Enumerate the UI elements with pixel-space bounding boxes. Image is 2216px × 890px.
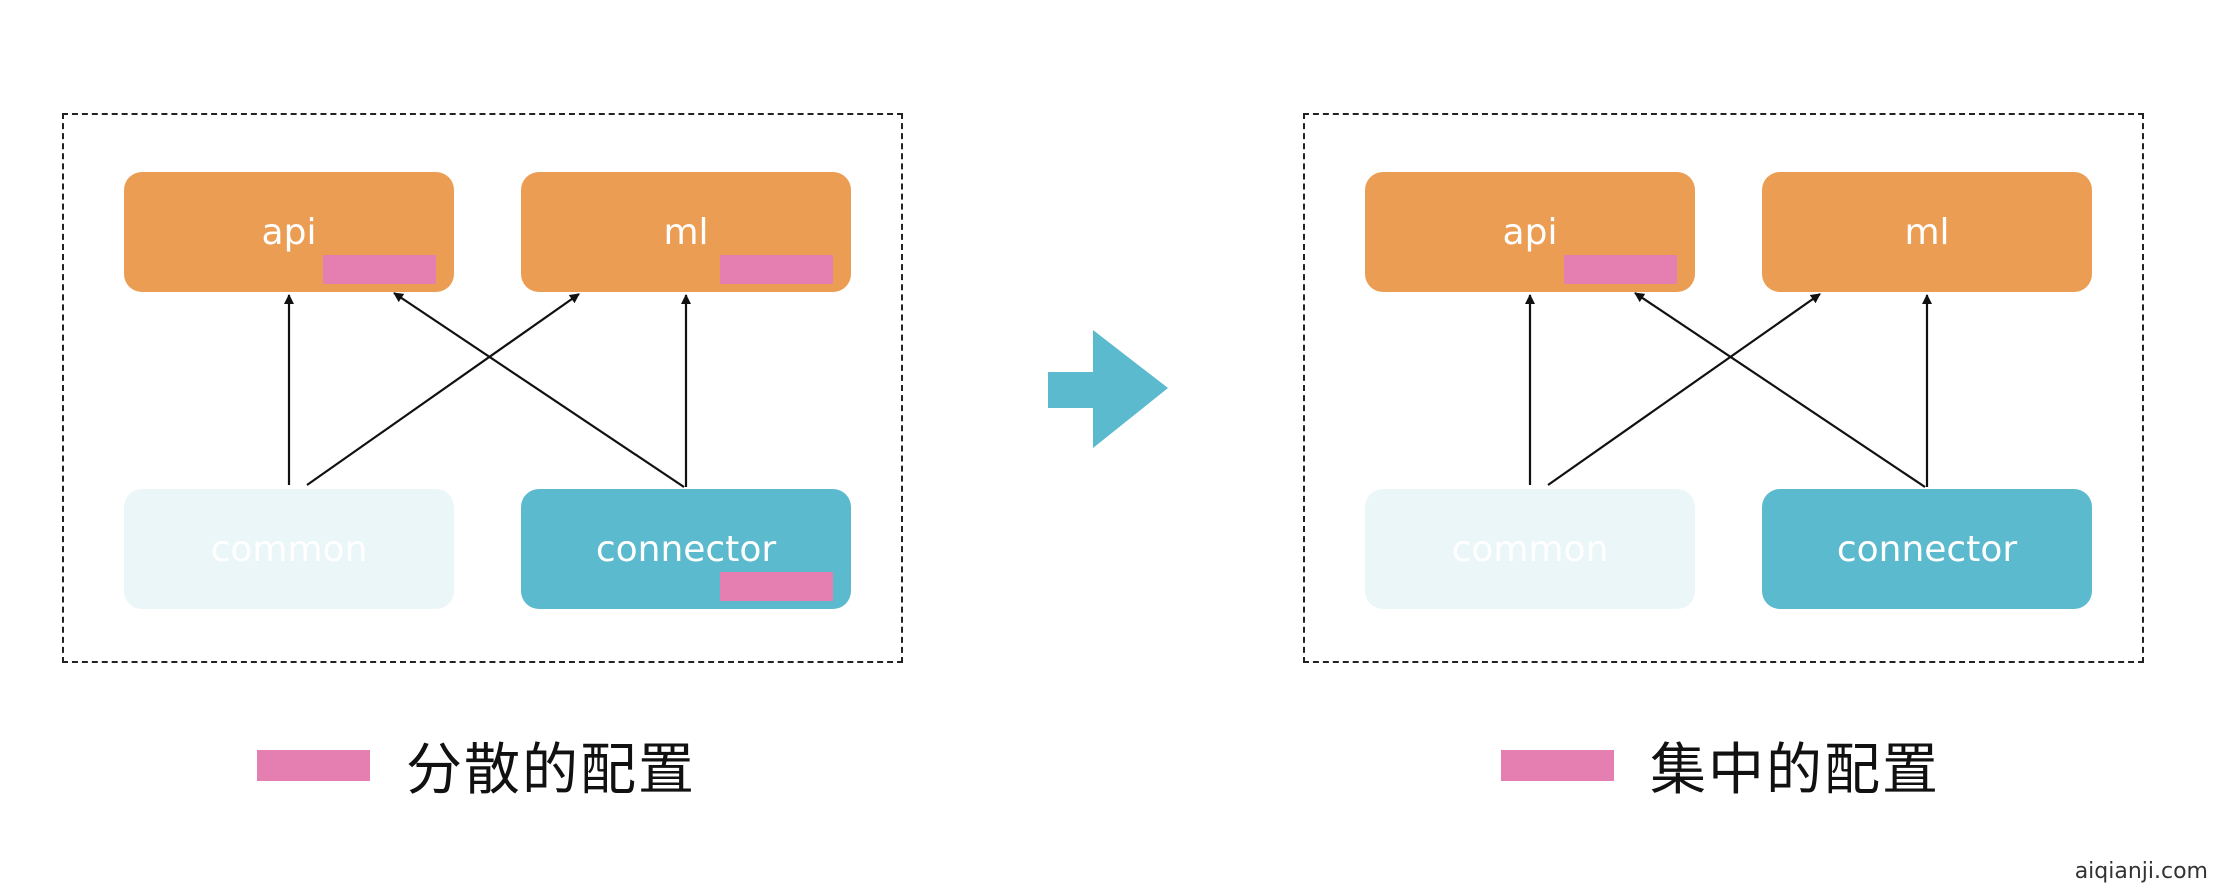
centralized-config-panel: api ml common connector (1303, 113, 2144, 663)
common-module-label: common (1451, 528, 1609, 570)
config-marker (323, 255, 436, 284)
connector-module-label: connector (595, 528, 777, 570)
api-module-label: api (261, 211, 317, 253)
dependency-arrows (284, 292, 691, 488)
legend-swatch (1501, 749, 1614, 781)
arrow-connector-to-api (393, 292, 685, 488)
common-module: common (124, 489, 454, 609)
legend-label: 分散的配置 (406, 737, 696, 803)
ml-module: ml (521, 172, 851, 292)
config-marker (720, 255, 833, 284)
ml-module: ml (1762, 172, 2092, 292)
connector-module-label: connector (1836, 528, 2018, 570)
config-marker (1564, 255, 1677, 284)
transition-arrow-icon (1048, 330, 1168, 448)
watermark: aiqianji.com (2074, 859, 2208, 884)
legend-swatch (257, 749, 370, 781)
arrow-common-to-ml (1547, 293, 1821, 486)
arrow-connector-to-api (1634, 292, 1926, 488)
dependency-arrows (1525, 292, 1932, 488)
common-module-label: common (210, 528, 368, 570)
api-module-label: api (1502, 211, 1558, 253)
legend-decentralized: 分散的配置 (257, 730, 696, 803)
decentralized-config-panel: api ml common connector (62, 113, 903, 663)
common-module: common (1365, 489, 1695, 609)
config-marker (720, 572, 833, 601)
legend-label: 集中的配置 (1650, 737, 1940, 803)
ml-module-label: ml (663, 211, 709, 253)
legend-centralized: 集中的配置 (1501, 730, 1940, 803)
api-module: api (124, 172, 454, 292)
arrow-common-to-ml (306, 293, 580, 486)
connector-module: connector (1762, 489, 2092, 609)
api-module: api (1365, 172, 1695, 292)
ml-module-label: ml (1904, 211, 1950, 253)
connector-module: connector (521, 489, 851, 609)
